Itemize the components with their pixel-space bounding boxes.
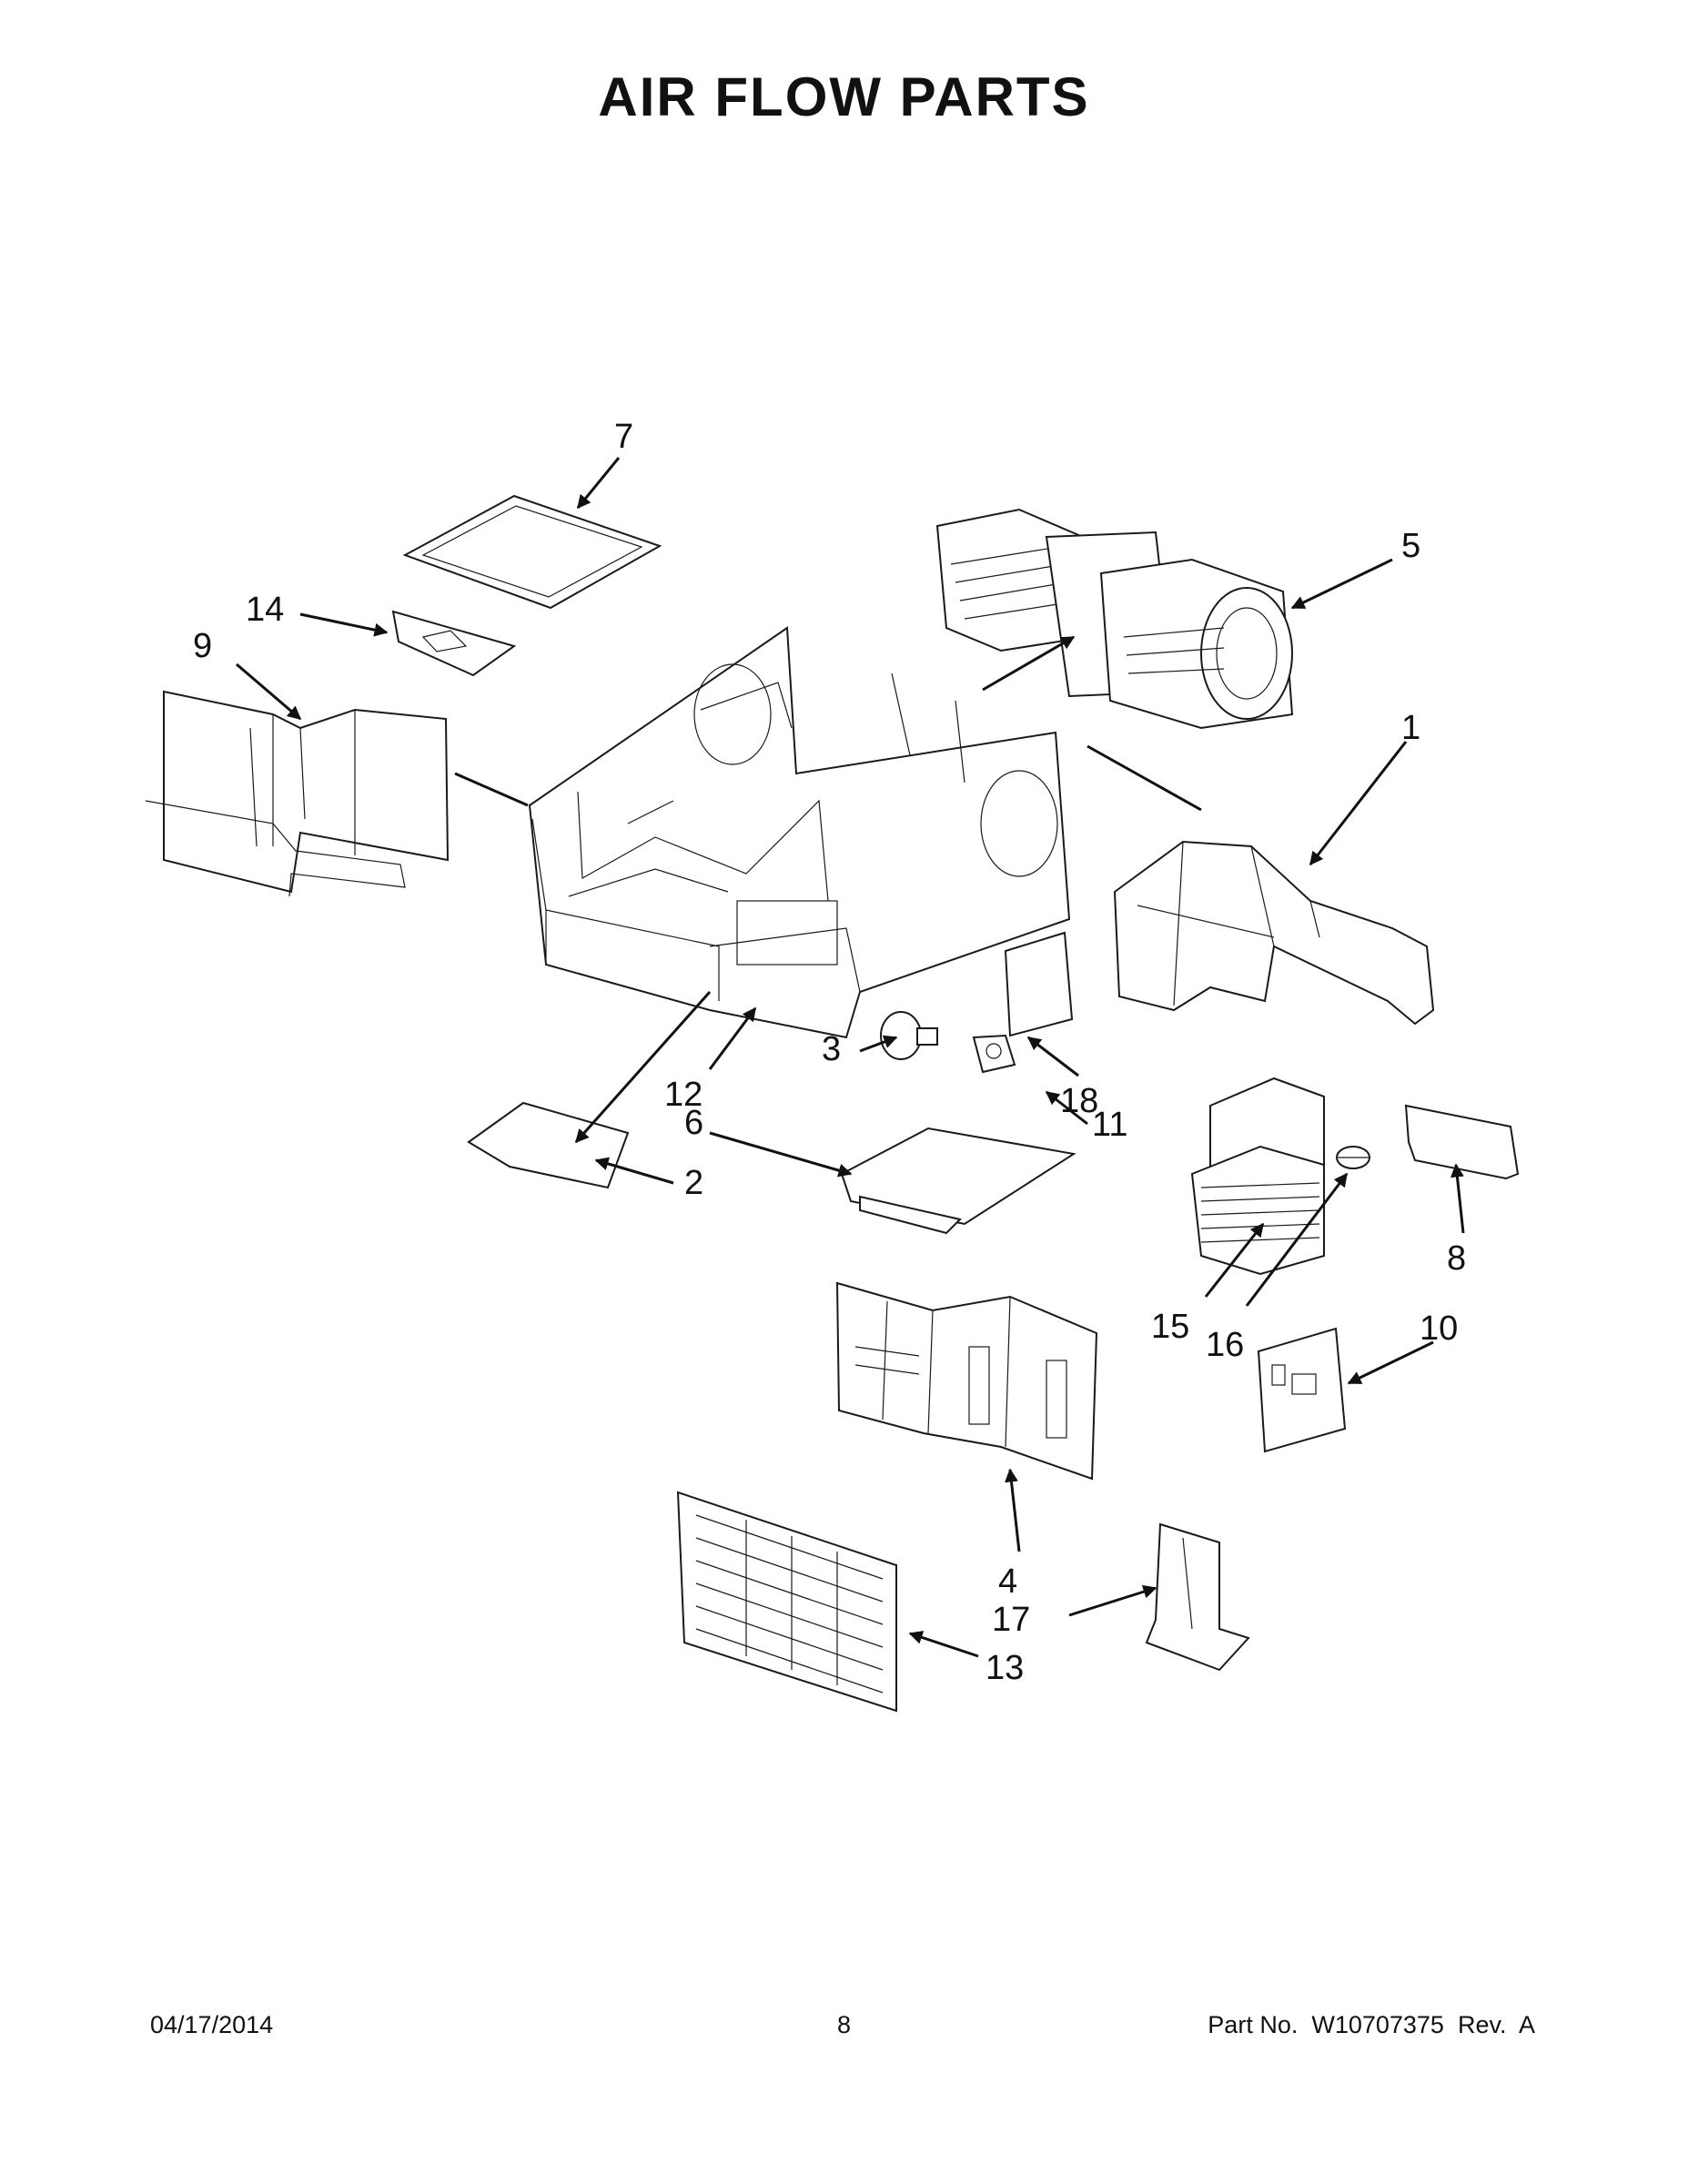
main-chassis <box>528 626 1071 1039</box>
part-15-transformer <box>1190 1077 1325 1276</box>
part-9-duct <box>145 690 450 897</box>
callout-5: 5 <box>1401 527 1420 565</box>
part-4-air-guide <box>835 1281 1098 1481</box>
callout-15: 15 <box>1151 1308 1189 1346</box>
part-13-vent-grille <box>676 1491 897 1713</box>
callout-9: 9 <box>193 627 212 665</box>
part-11-lamp-socket <box>972 1034 1016 1074</box>
callout-13: 13 <box>986 1649 1024 1687</box>
part-18-plate <box>1004 931 1074 1037</box>
part-8-bracket <box>1404 1104 1520 1180</box>
part-2-plate <box>467 1101 630 1189</box>
part-17-duct-piece <box>1145 1522 1250 1672</box>
part-1-air-duct <box>1113 840 1435 1026</box>
part-16-thermostat <box>1336 1146 1370 1169</box>
part-5-blower <box>935 508 1294 730</box>
callout-6: 6 <box>684 1104 703 1142</box>
callout-7: 7 <box>614 418 633 456</box>
callout-2: 2 <box>684 1164 703 1202</box>
callout-14: 14 <box>246 591 284 629</box>
part-6-cover <box>840 1127 1076 1235</box>
callout-1: 1 <box>1401 709 1420 747</box>
part-10-board <box>1257 1327 1347 1453</box>
callout-17: 17 <box>992 1601 1030 1639</box>
part-3-lamp <box>880 1011 938 1060</box>
callout-16: 16 <box>1206 1326 1244 1364</box>
part-7-filter <box>402 494 662 610</box>
footer-part-number: Part No. W10707375 Rev. A <box>1208 2011 1535 2038</box>
footer-page-number: 8 <box>836 2011 852 2038</box>
callout-3: 3 <box>822 1030 841 1068</box>
callout-12: 12 <box>664 1076 702 1114</box>
callout-labels: 7 5 14 9 1 12 3 18 11 6 2 15 16 8 10 4 1… <box>193 418 1466 1687</box>
callout-18: 18 <box>1060 1082 1098 1120</box>
callout-11: 11 <box>1092 1106 1127 1144</box>
part-14-gasket <box>391 610 517 677</box>
callout-10: 10 <box>1420 1309 1458 1348</box>
page-title: AIR FLOW PARTS <box>598 66 1090 127</box>
callout-4: 4 <box>998 1562 1017 1601</box>
callout-8: 8 <box>1447 1239 1466 1278</box>
footer-date: 04/17/2014 <box>150 2011 274 2038</box>
leader-lines <box>236 457 1465 1658</box>
